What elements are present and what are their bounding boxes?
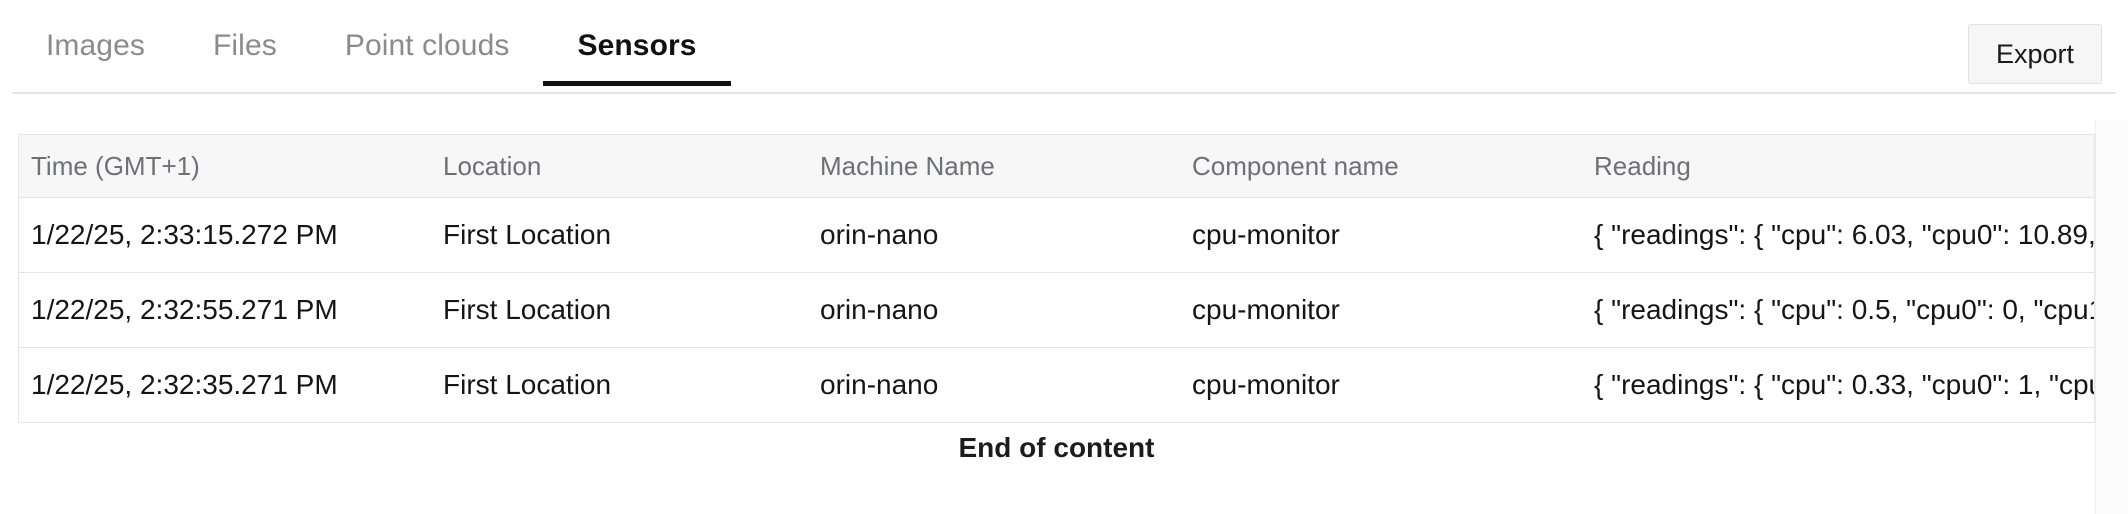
table-row[interactable]: 1/22/25, 2:32:35.271 PM First Location o… — [19, 347, 2094, 422]
tab-files[interactable]: Files — [179, 14, 311, 86]
cell-location: First Location — [431, 197, 808, 273]
tab-images[interactable]: Images — [12, 14, 179, 86]
cell-location: First Location — [431, 272, 808, 348]
tab-list: Images Files Point clouds Sensors — [12, 14, 731, 86]
column-header-machine-name[interactable]: Machine Name — [808, 134, 1180, 198]
cell-reading: { "readings": { "cpu": 0.33, "cpu0": 1, … — [1582, 347, 2094, 422]
tab-bar: Images Files Point clouds Sensors Export — [0, 0, 2128, 96]
sensors-table: Time (GMT+1) Location Machine Name Compo… — [19, 134, 2094, 422]
column-header-time[interactable]: Time (GMT+1) — [19, 134, 431, 198]
vertical-scrollbar[interactable] — [2095, 120, 2128, 514]
column-header-component-name[interactable]: Component name — [1180, 134, 1582, 198]
tab-bar-underline — [12, 92, 2116, 94]
cell-component-name: cpu-monitor — [1180, 197, 1582, 273]
table-row[interactable]: 1/22/25, 2:33:15.272 PM First Location o… — [19, 197, 2094, 273]
cell-time: 1/22/25, 2:33:15.272 PM — [19, 197, 431, 273]
table-header: Time (GMT+1) Location Machine Name Compo… — [19, 134, 2094, 198]
cell-machine-name: orin-nano — [808, 197, 1180, 273]
column-header-reading[interactable]: Reading — [1582, 134, 2094, 198]
cell-reading: { "readings": { "cpu": 0.5, "cpu0": 0, "… — [1582, 272, 2094, 348]
tab-sensors[interactable]: Sensors — [543, 14, 731, 86]
export-button[interactable]: Export — [1967, 24, 2102, 84]
column-header-location[interactable]: Location — [431, 134, 808, 198]
end-of-content-label: End of content — [958, 432, 1155, 463]
sensors-table-container: Time (GMT+1) Location Machine Name Compo… — [18, 134, 2095, 423]
cell-component-name: cpu-monitor — [1180, 272, 1582, 348]
cell-time: 1/22/25, 2:32:55.271 PM — [19, 272, 431, 348]
cell-machine-name: orin-nano — [808, 347, 1180, 422]
table-row[interactable]: 1/22/25, 2:32:55.271 PM First Location o… — [19, 272, 2094, 348]
cell-time: 1/22/25, 2:32:35.271 PM — [19, 347, 431, 422]
cell-location: First Location — [431, 347, 808, 422]
cell-reading: { "readings": { "cpu": 6.03, "cpu0": 10.… — [1582, 197, 2094, 273]
cell-machine-name: orin-nano — [808, 272, 1180, 348]
tab-point-clouds[interactable]: Point clouds — [311, 14, 544, 86]
table-header-row: Time (GMT+1) Location Machine Name Compo… — [19, 134, 2094, 198]
cell-component-name: cpu-monitor — [1180, 347, 1582, 422]
table-body: 1/22/25, 2:33:15.272 PM First Location o… — [19, 197, 2094, 422]
